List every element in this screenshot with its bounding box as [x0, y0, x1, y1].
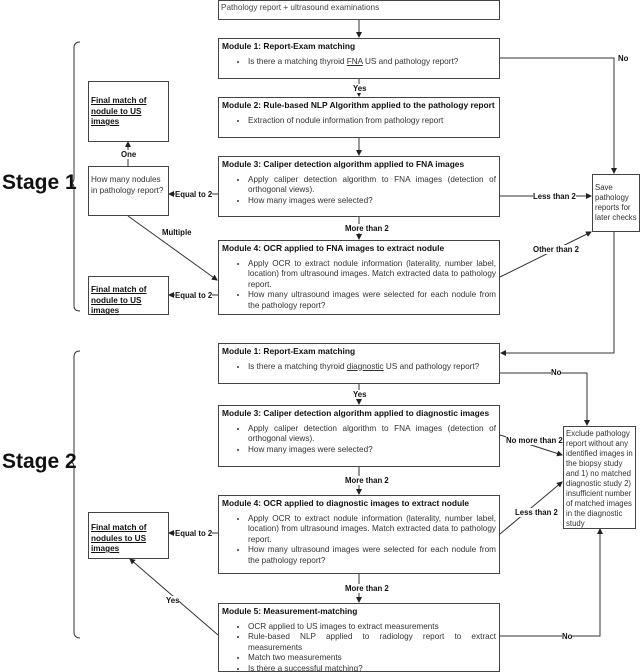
bullet: How many ultrasound images were selected…: [248, 545, 496, 566]
bullet: How many images were selected?: [248, 196, 496, 207]
stage-2-label: Stage 2: [2, 450, 77, 473]
edge-label-yes: Yes: [353, 84, 367, 93]
bullet: Apply OCR to extract nodule information …: [248, 514, 496, 546]
module-title: Module 3: Caliper detection algorithm ap…: [222, 408, 490, 418]
edge-label-multiple: Multiple: [162, 228, 192, 237]
bullet: OCR applied to US images to extract meas…: [248, 622, 496, 633]
s2-final-match: Final match of nodules to US images: [88, 512, 169, 559]
edge-label-more: More than 2: [345, 224, 389, 233]
bullet: Rule-based NLP applied to radiology repo…: [248, 632, 496, 653]
bullet: Apply caliper detection algorithm to FNA…: [248, 175, 496, 196]
s2-module-4: Module 4: OCR applied to diagnostic imag…: [218, 495, 500, 574]
start-box: Pathology report + ultrasound examinatio…: [218, 0, 500, 20]
edge-label-more: More than 2: [345, 584, 389, 593]
s1-final-match-2: Final match of nodule to US images: [88, 276, 169, 315]
edge-label-no: No: [551, 368, 562, 377]
module-title: Module 2: Rule-based NLP Algorithm appli…: [222, 100, 495, 110]
bullet: How many ultrasound images were selected…: [248, 290, 496, 311]
s1-module-2: Module 2: Rule-based NLP Algorithm appli…: [218, 97, 500, 138]
bullet: Match two measurements: [248, 653, 496, 664]
exclude-report-box: Exclude pathology report without any ide…: [563, 426, 636, 529]
module-title: Module 1: Report-Exam matching: [222, 346, 356, 356]
edge-label-yes: Yes: [353, 390, 367, 399]
edge-label-yes: Yes: [166, 596, 180, 605]
bullet: Extraction of nodule information from pa…: [248, 116, 496, 127]
module-title: Module 4: OCR applied to FNA images to e…: [222, 243, 445, 253]
edge-label-no: No: [618, 54, 629, 63]
s1-module-4: Module 4: OCR applied to FNA images to e…: [218, 240, 500, 315]
bullet: Is there a matching thyroid diagnostic U…: [248, 362, 496, 373]
edge-label-one: One: [121, 150, 137, 159]
brace-stage1: [69, 41, 81, 312]
edge-label-equal: Equal to 2: [175, 529, 213, 538]
save-reports-box: Save pathology reports for later checks: [592, 174, 640, 232]
s1-final-match-1: Final match of nodule to US images: [88, 81, 169, 142]
s2-module-3: Module 3: Caliper detection algorithm ap…: [218, 405, 500, 467]
edge-label-equal: Equal to 2: [175, 190, 213, 199]
edge-label-less: Less than 2: [533, 192, 576, 201]
s1-module-3: Module 3: Caliper detection algorithm ap…: [218, 156, 500, 217]
s2-module-1: Module 1: Report-Exam matching Is there …: [218, 343, 500, 384]
edge-label-equal: Equal to 2: [175, 291, 213, 300]
edge-label-less: Less than 2: [515, 508, 558, 517]
bullet: Is there a successful matching?: [248, 664, 496, 672]
module-title: Module 1: Report-Exam matching: [222, 41, 356, 51]
edge-label-no: No: [562, 632, 573, 641]
s1-module-1: Module 1: Report-Exam matching Is there …: [218, 38, 500, 79]
module-title: Module 5: Measurement-matching: [222, 606, 358, 616]
stage-1-label: Stage 1: [2, 171, 77, 194]
bullet: Apply OCR to extract nodule information …: [248, 259, 496, 291]
brace-stage2: [69, 350, 81, 639]
bullet: Is there a matching thyroid FNA US and p…: [248, 57, 496, 68]
bullet: Apply caliper detection algorithm to FNA…: [248, 424, 496, 445]
s2-module-5: Module 5: Measurement-matching OCR appli…: [218, 603, 500, 672]
edge-label-more: More than 2: [345, 476, 389, 485]
nodule-count-question: How many nodules in pathology report?: [88, 166, 169, 216]
module-title: Module 3: Caliper detection algorithm ap…: [222, 159, 465, 169]
bullet: How many images were selected?: [248, 445, 496, 456]
module-title: Module 4: OCR applied to diagnostic imag…: [222, 498, 470, 508]
edge-label-other: Other than 2: [533, 245, 579, 254]
edge-label-no-more: No more than 2: [506, 436, 563, 445]
